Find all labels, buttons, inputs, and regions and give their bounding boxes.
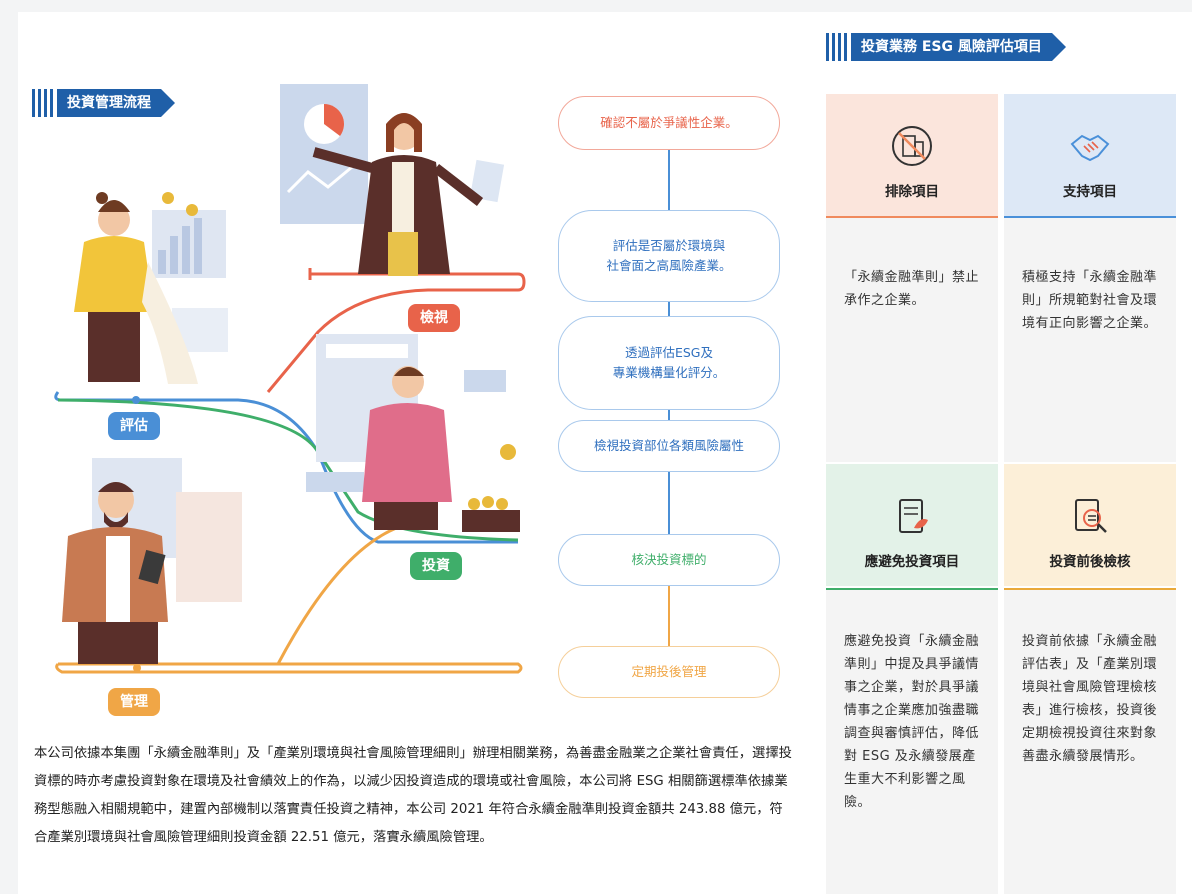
tag-invest: 投資: [410, 552, 462, 580]
flow-step-4: 檢視投資部位各類風險屬性: [558, 420, 780, 472]
connector: [668, 150, 670, 210]
connector: [668, 472, 670, 534]
flow-step-3: 透過評估ESG及 專業機構量化評分。: [558, 316, 780, 410]
manage-path: [55, 662, 523, 674]
flow-step-text: 核決投資標的: [631, 552, 707, 567]
card-title: 支持項目: [1063, 184, 1117, 200]
flow-step-text: 檢視投資部位各類風險屬性: [593, 438, 744, 453]
section-title: 投資業務 ESG 風險評估項目: [851, 33, 1066, 61]
flow-step-5: 核決投資標的: [558, 534, 780, 586]
connector: [668, 410, 670, 420]
evaluate-path: [54, 391, 518, 544]
card-underline: [826, 588, 998, 590]
connector: [668, 302, 670, 316]
card-body: 積極支持「永續金融準則」所規範對社會及環境有正向影響之企業。: [1004, 218, 1176, 462]
esg-risk-header: 投資業務 ESG 風險評估項目: [826, 32, 1066, 62]
process-illustration: [54, 84, 526, 674]
card-support: 支持項目: [1004, 94, 1176, 216]
connector: [668, 586, 670, 646]
section-title: 投資管理流程: [57, 89, 175, 117]
card-title: 排除項目: [885, 184, 939, 200]
card-underline: [826, 216, 998, 218]
card-body: 應避免投資「永續金融準則」中提及具爭議情事之企業，對於具爭議情事之企業應加強盡職…: [826, 590, 998, 894]
card-underline: [1004, 216, 1176, 218]
invest-path: [57, 398, 519, 542]
tag-evaluate: 評估: [108, 412, 160, 440]
review-path: [266, 272, 526, 393]
card-check: 投資前後檢核: [1004, 464, 1176, 586]
card-avoid: 應避免投資項目: [826, 464, 998, 586]
card-body: 「永續金融準則」禁止承作之企業。: [826, 218, 998, 462]
header-bars: [826, 33, 847, 61]
document-leaf-icon: [899, 499, 928, 533]
description-paragraph: 本公司依據本集團「永續金融準則」及「產業別環境與社會風險管理細則」辦理相關業務，…: [34, 746, 792, 845]
flow-step-text: 定期投後管理: [631, 664, 707, 679]
tag-review: 檢視: [408, 304, 460, 332]
tag-manage: 管理: [108, 688, 160, 716]
page: 投資管理流程 投資業務 ESG 風險評估項目: [18, 12, 1192, 894]
card-exclusion: 排除項目: [826, 94, 998, 216]
flow-step-2: 評估是否屬於環境與 社會面之高風險產業。: [558, 210, 780, 302]
flow-step-text: 評估是否屬於環境與 社會面之高風險產業。: [606, 238, 732, 273]
flow-step-text: 透過評估ESG及 專業機構量化評分。: [612, 345, 726, 380]
flow-step-text: 確認不屬於爭議性企業。: [600, 115, 738, 130]
document-search-icon: [1075, 499, 1107, 533]
flow-step-1: 確認不屬於爭議性企業。: [558, 96, 780, 150]
card-underline: [1004, 588, 1176, 590]
card-body: 投資前依據「永續金融評估表」及「產業別環境與社會風險管理檢核表」進行檢核，投資後…: [1004, 590, 1176, 894]
card-title: 應避免投資項目: [864, 554, 960, 570]
header-bars: [32, 89, 53, 117]
flow-step-6: 定期投後管理: [558, 646, 780, 698]
card-title: 投資前後檢核: [1049, 554, 1131, 570]
building-ban-icon: [892, 126, 932, 166]
handshake-icon: [1070, 134, 1110, 162]
investment-process-header: 投資管理流程: [32, 88, 175, 118]
